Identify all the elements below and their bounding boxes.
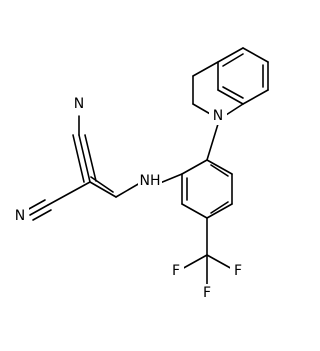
atom-label-f: F [203,285,211,301]
atom-label-nh: NH [140,173,161,189]
bond [192,103,213,116]
bond [242,89,269,105]
bond [72,134,85,183]
bond [206,254,235,271]
bond [210,201,229,214]
structure-canvas: N N NH N F F F [11,47,269,302]
bond [90,176,114,193]
bond [242,47,269,63]
bond [26,199,46,211]
bond [115,182,141,198]
bond [84,134,97,182]
bond [222,53,244,67]
atom-label-n: N [213,108,223,124]
atom-label-n: N [74,96,84,112]
atom-label-f: F [172,263,180,279]
bond [206,123,219,161]
bond [217,47,244,63]
bond [32,209,52,221]
atom-labels: N N NH N F F F [11,95,246,302]
bond [29,204,49,216]
bond [78,134,91,183]
molecule-drawing: N N NH N F F F [11,47,269,302]
bond [181,159,208,175]
bond [89,181,117,198]
bond [210,164,229,177]
bond [217,89,244,105]
atom-label-f: F [234,263,242,279]
bond [206,159,233,175]
bond [222,86,244,99]
bond [206,203,233,219]
bond [159,173,183,184]
bond [225,103,244,116]
bonds [26,47,269,285]
bond [192,61,219,77]
bond [179,254,208,271]
atom-label-n: N [15,208,25,224]
bond [47,181,91,206]
bond [181,203,208,219]
